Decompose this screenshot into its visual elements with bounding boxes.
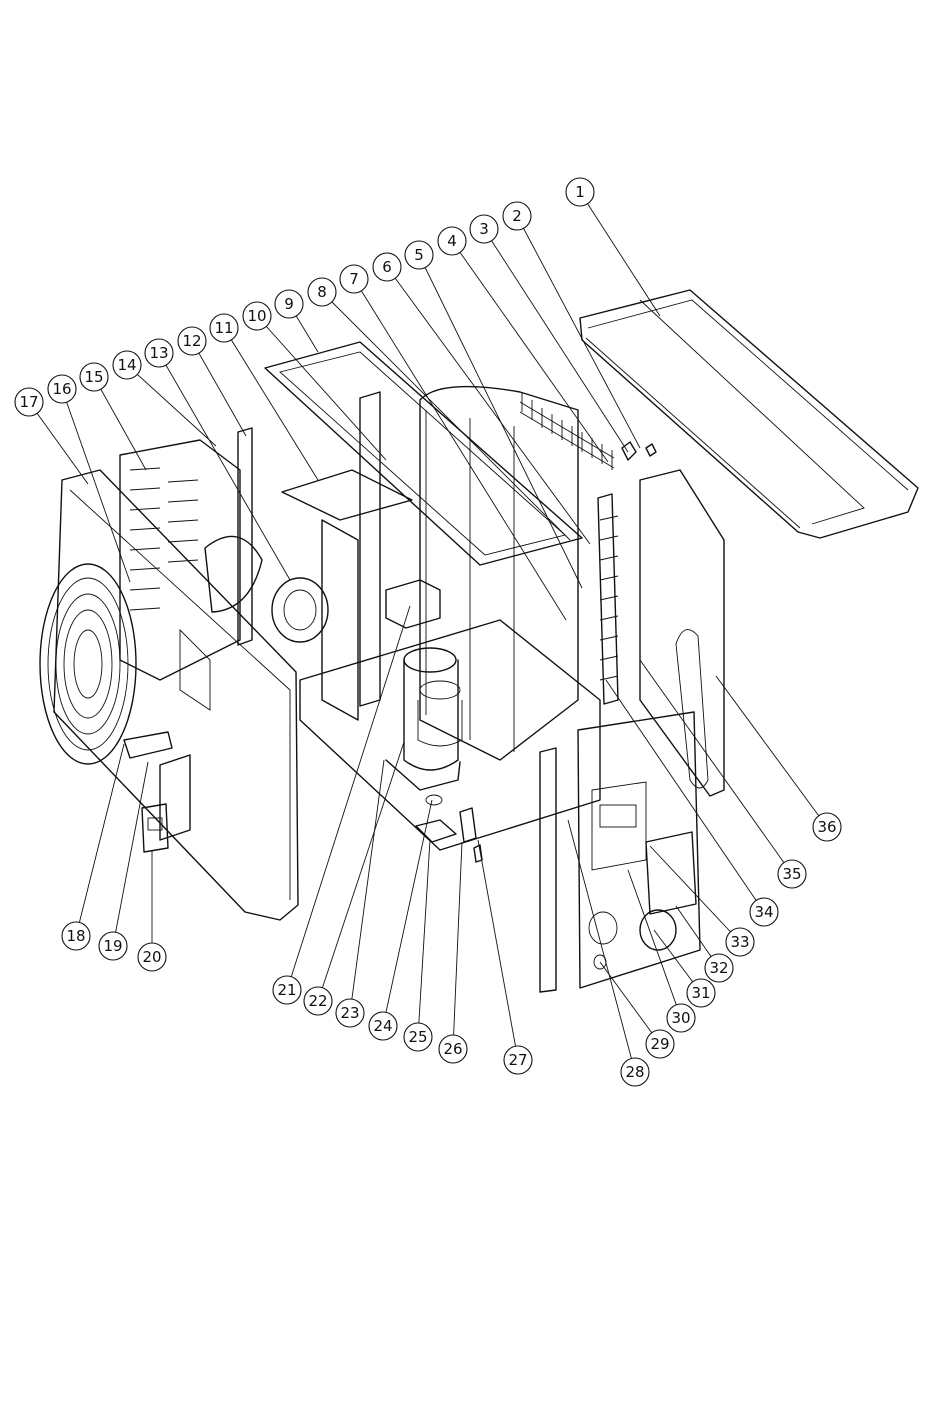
callout-11: 11 — [210, 314, 238, 342]
callout-26: 26 — [439, 1035, 467, 1063]
svg-text:11: 11 — [214, 319, 233, 337]
svg-text:28: 28 — [625, 1063, 644, 1081]
top-cover-panel — [580, 290, 918, 538]
svg-text:12: 12 — [182, 332, 201, 350]
svg-text:3: 3 — [479, 220, 489, 238]
compressor — [386, 648, 462, 790]
svg-text:15: 15 — [84, 368, 103, 386]
front-panel — [54, 470, 298, 920]
callout-14: 14 — [113, 351, 141, 379]
callout-33: 33 — [726, 928, 754, 956]
callout-3: 3 — [470, 215, 498, 243]
svg-text:14: 14 — [117, 356, 136, 374]
callout-18: 18 — [62, 922, 90, 950]
leader-lines — [29, 192, 827, 1072]
evaporator-coil — [420, 387, 578, 760]
callout-15: 15 — [80, 363, 108, 391]
svg-text:19: 19 — [103, 937, 122, 955]
svg-text:2: 2 — [512, 207, 522, 225]
svg-text:27: 27 — [508, 1051, 527, 1069]
svg-text:21: 21 — [277, 981, 296, 999]
callout-34: 34 — [750, 898, 778, 926]
divider-plate — [282, 470, 412, 520]
svg-text:1: 1 — [575, 183, 585, 201]
fan-grille — [40, 564, 136, 764]
right-electrical-panel — [540, 712, 700, 992]
callout-17: 17 — [15, 388, 43, 416]
svg-text:8: 8 — [317, 283, 327, 301]
svg-text:20: 20 — [142, 948, 161, 966]
svg-text:34: 34 — [754, 903, 773, 921]
svg-text:22: 22 — [308, 992, 327, 1010]
callout-36: 36 — [813, 813, 841, 841]
svg-text:30: 30 — [671, 1009, 690, 1027]
svg-text:18: 18 — [66, 927, 85, 945]
callout-30: 30 — [667, 1004, 695, 1032]
callout-16: 16 — [48, 375, 76, 403]
callout-24: 24 — [369, 1012, 397, 1040]
callout-31: 31 — [687, 979, 715, 1007]
callout-21: 21 — [273, 976, 301, 1004]
callout-9: 9 — [275, 290, 303, 318]
svg-text:13: 13 — [149, 344, 168, 362]
callout-13: 13 — [145, 339, 173, 367]
callout-25: 25 — [404, 1023, 432, 1051]
callout-4: 4 — [438, 227, 466, 255]
callout-32: 32 — [705, 954, 733, 982]
callout-20: 20 — [138, 943, 166, 971]
callout-1: 1 — [566, 178, 594, 206]
callout-29: 29 — [646, 1030, 674, 1058]
callout-8: 8 — [308, 278, 336, 306]
callout-19: 19 — [99, 932, 127, 960]
svg-text:35: 35 — [782, 865, 801, 883]
svg-text:5: 5 — [414, 246, 424, 264]
svg-text:36: 36 — [817, 818, 836, 836]
callout-6: 6 — [373, 253, 401, 281]
callout-7: 7 — [340, 265, 368, 293]
svg-text:33: 33 — [730, 933, 749, 951]
callout-12: 12 — [178, 327, 206, 355]
callout-23: 23 — [336, 999, 364, 1027]
svg-text:10: 10 — [247, 307, 266, 325]
svg-text:29: 29 — [650, 1035, 669, 1053]
callout-5: 5 — [405, 241, 433, 269]
svg-text:24: 24 — [373, 1017, 392, 1035]
svg-text:25: 25 — [408, 1028, 427, 1046]
svg-text:23: 23 — [340, 1004, 359, 1022]
svg-text:32: 32 — [709, 959, 728, 977]
callout-27: 27 — [504, 1046, 532, 1074]
svg-text:16: 16 — [52, 380, 71, 398]
callout-35: 35 — [778, 860, 806, 888]
fan-motor — [272, 578, 328, 642]
callout-2: 2 — [503, 202, 531, 230]
right-side-panel — [598, 470, 724, 796]
svg-text:6: 6 — [382, 258, 392, 276]
callout-10: 10 — [243, 302, 271, 330]
svg-text:7: 7 — [349, 270, 359, 288]
svg-text:9: 9 — [284, 295, 294, 313]
svg-text:26: 26 — [443, 1040, 462, 1058]
callout-22: 22 — [304, 987, 332, 1015]
callout-28: 28 — [621, 1058, 649, 1086]
control-box-bracket — [124, 732, 190, 840]
svg-text:17: 17 — [19, 393, 38, 411]
svg-text:31: 31 — [691, 984, 710, 1002]
svg-text:4: 4 — [447, 232, 457, 250]
electrical-box — [386, 580, 440, 628]
top-frame — [265, 342, 582, 565]
